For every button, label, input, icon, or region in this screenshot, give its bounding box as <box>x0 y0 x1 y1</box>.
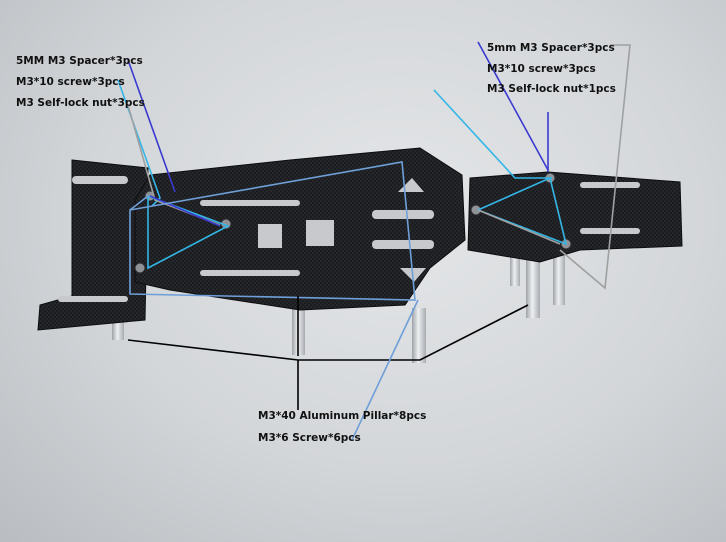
carbon-frame <box>37 147 683 331</box>
right-plate <box>467 171 683 263</box>
pillar <box>526 258 540 318</box>
label-right-screw: M3*10 screw*3pcs <box>487 63 596 75</box>
main-plate <box>134 147 466 311</box>
pillar <box>553 250 565 305</box>
left-plate <box>37 159 149 331</box>
pillar <box>412 308 426 363</box>
label-right-nut: M3 Self-lock nut*1pcs <box>487 83 616 95</box>
aluminum-pillars <box>112 246 565 363</box>
label-right-spacer: 5mm M3 Spacer*3pcs <box>487 42 615 54</box>
label-left-nut: M3 Self-lock nut*3pcs <box>16 97 145 109</box>
label-pillar: M3*40 Aluminum Pillar*8pcs <box>258 410 427 422</box>
label-left-screw: M3*10 screw*3pcs <box>16 76 125 88</box>
label-bottom-screw: M3*6 Screw*6pcs <box>258 432 361 444</box>
annotation-lines <box>117 41 631 441</box>
label-left-spacer: 5MM M3 Spacer*3pcs <box>16 55 143 67</box>
pillar <box>510 246 520 286</box>
